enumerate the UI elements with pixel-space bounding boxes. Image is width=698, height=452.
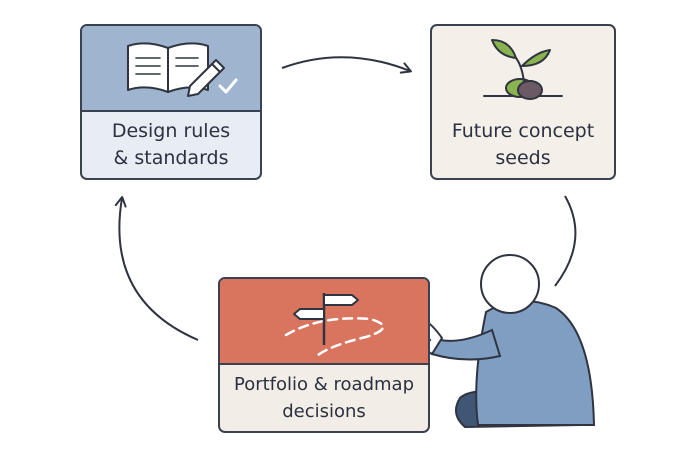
portfolio-header (220, 279, 428, 365)
arrow-seeds-to-portfolio (554, 195, 577, 287)
arrow-design-to-seeds (281, 56, 412, 74)
node-label: Future concept seeds (451, 120, 595, 169)
signpost-path-icon (284, 293, 385, 357)
seated-person-pointing-icon (418, 254, 596, 429)
node-design-rules: Design rules & standards (80, 24, 262, 180)
node-future-concept-seeds: Future concept seeds (430, 24, 616, 180)
open-book-pencil-icon (127, 42, 238, 97)
node-label: Portfolio & roadmap decisions (234, 374, 414, 422)
node-label: Design rules & standards (111, 120, 231, 169)
sprout-icon (483, 39, 563, 100)
seeds-header (432, 26, 614, 112)
design-header (82, 26, 260, 112)
arrow-portfolio-to-design (114, 196, 199, 341)
node-portfolio-roadmap: Portfolio & roadmap decisions (218, 277, 430, 433)
